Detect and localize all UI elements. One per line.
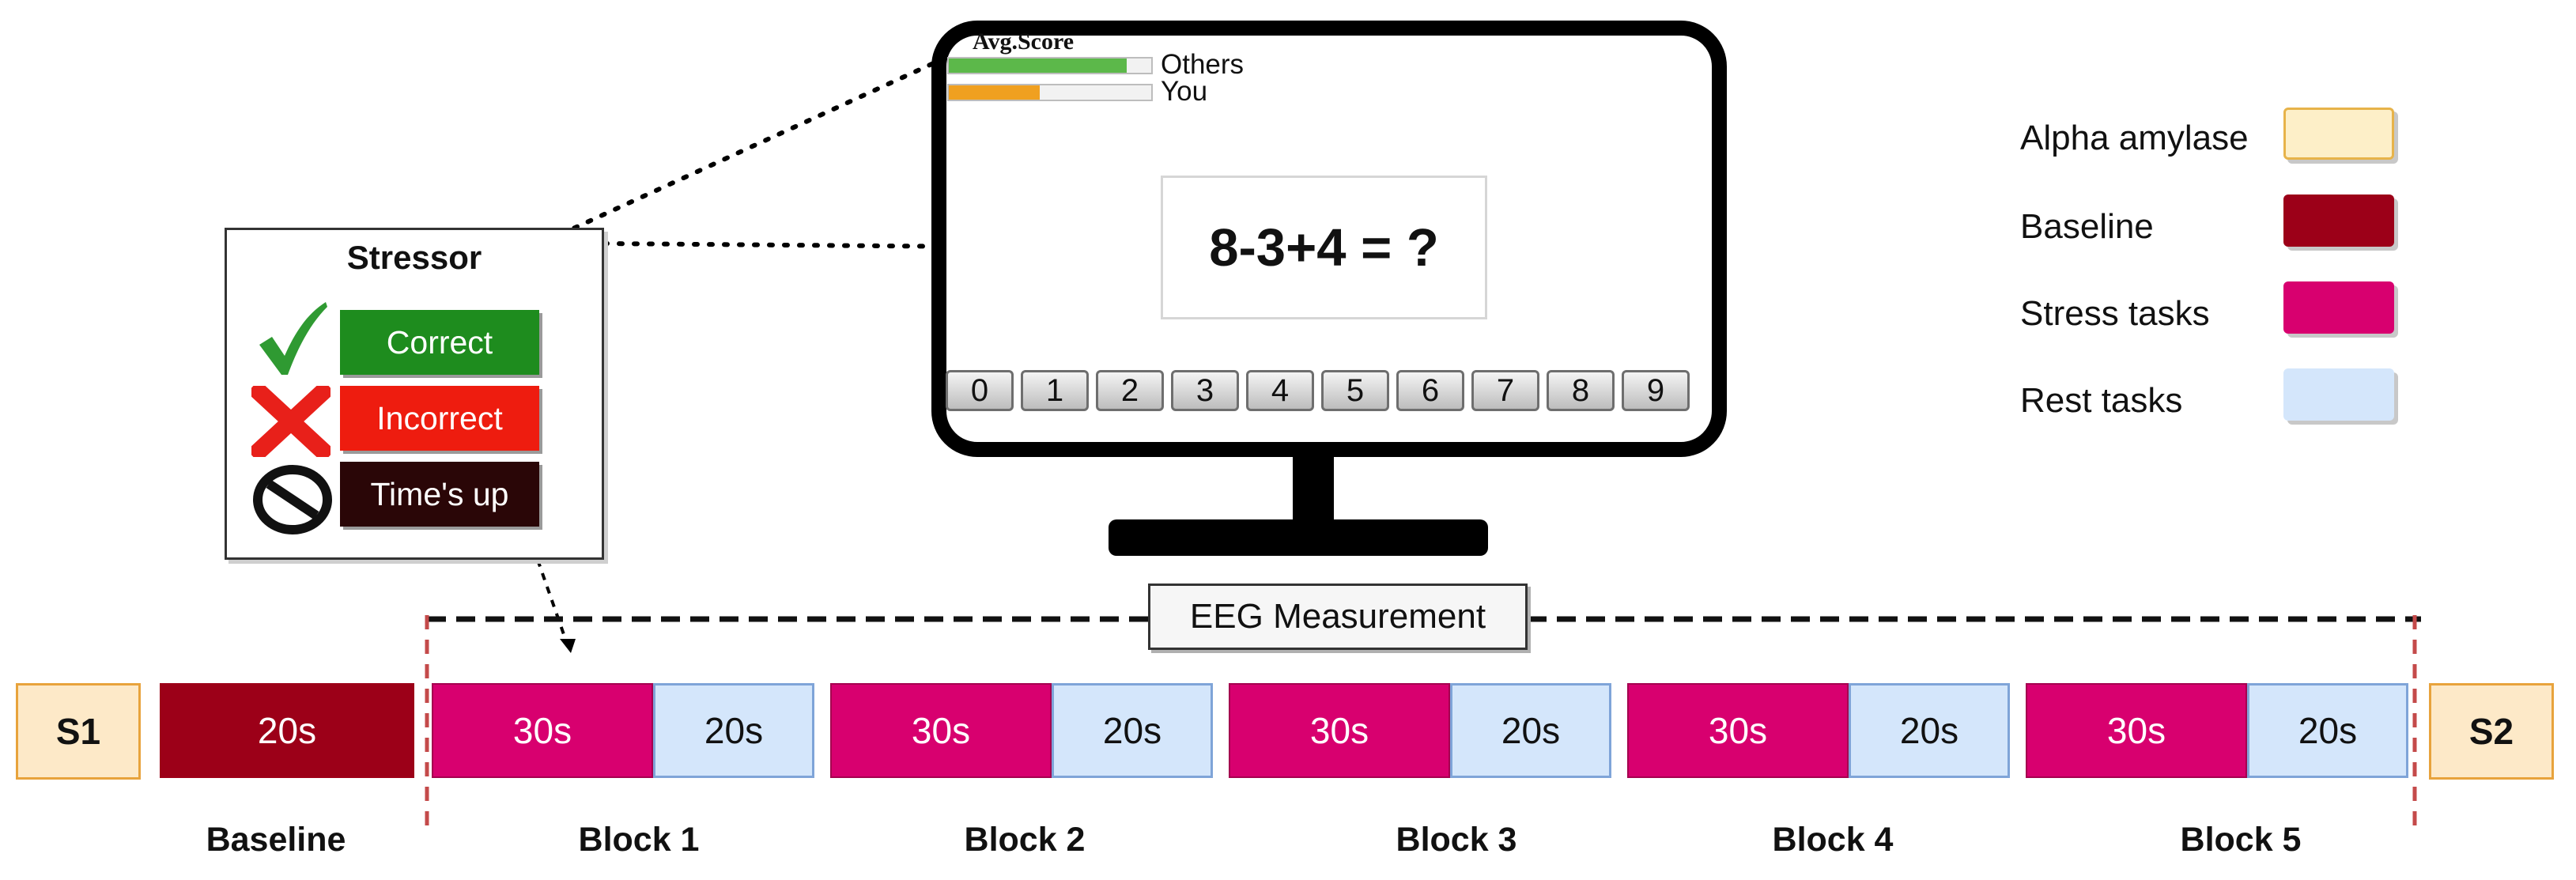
keypad-key-0[interactable]: 0 [946, 370, 1014, 411]
saliva-sample-s2: S2 [2429, 683, 2554, 780]
block-3-label: Block 3 [1396, 821, 1517, 859]
you-score-bar [947, 84, 1153, 101]
stressor-title: Stressor [346, 239, 482, 276]
math-problem: 8-3+4 = ? [1161, 176, 1487, 319]
block-4-rest-segment: 20s [1849, 683, 2010, 778]
monitor-neck [1293, 457, 1334, 523]
keypad-key-9[interactable]: 9 [1622, 370, 1690, 411]
keypad-key-2[interactable]: 2 [1096, 370, 1164, 411]
legend-swatch-baseline [2283, 195, 2394, 247]
keypad-key-8[interactable]: 8 [1547, 370, 1615, 411]
legend-label-baseline: Baseline [2020, 207, 2154, 246]
keypad-key-5[interactable]: 5 [1321, 370, 1389, 411]
keypad-key-4[interactable]: 4 [1246, 370, 1314, 411]
keypad-key-7[interactable]: 7 [1471, 370, 1539, 411]
others-score-fill [949, 59, 1127, 73]
monitor-stand [1109, 519, 1488, 556]
you-score-label: You [1161, 76, 1208, 107]
you-score-fill [949, 85, 1041, 100]
keypad-key-6[interactable]: 6 [1396, 370, 1464, 411]
others-score-bar [947, 57, 1153, 74]
saliva-sample-s1: S1 [16, 683, 141, 780]
dotted-arrow-head [560, 639, 576, 653]
block-4-label: Block 4 [1772, 821, 1894, 859]
eeg-measurement-label: EEG Measurement [1148, 584, 1528, 650]
checkmark-icon [259, 302, 327, 375]
block-5-rest-segment: 20s [2247, 683, 2408, 778]
feedback-correct: Correct [340, 310, 539, 375]
others-score-label: Others [1161, 49, 1245, 80]
feedback-incorrect: Incorrect [340, 386, 539, 451]
block-1-stress-segment: 30s [432, 683, 653, 778]
cross-icon [251, 386, 330, 457]
baseline-label: Baseline [206, 821, 346, 859]
block-2-stress-segment: 30s [830, 683, 1052, 778]
block-5-label: Block 5 [2180, 821, 2302, 859]
baseline-segment: 20s [160, 683, 414, 778]
block-5-stress-segment: 30s [2026, 683, 2247, 778]
keypad-key-3[interactable]: 3 [1171, 370, 1239, 411]
legend-swatch-rest-tasks [2283, 368, 2394, 421]
feedback-times-up: Time's up [340, 462, 539, 527]
legend-swatch-stress-tasks [2283, 281, 2394, 334]
prohibited-icon [253, 465, 332, 534]
legend-swatch-alpha-amylase [2283, 108, 2394, 160]
block-2-label: Block 2 [964, 821, 1086, 859]
block-4-stress-segment: 30s [1627, 683, 1849, 778]
dotted-arrow-line [536, 559, 567, 640]
block-1-rest-segment: 20s [653, 683, 814, 778]
legend-label-alpha-amylase: Alpha amylase [2020, 119, 2249, 157]
block-2-rest-segment: 20s [1052, 683, 1213, 778]
block-3-stress-segment: 30s [1229, 683, 1450, 778]
keypad-key-1[interactable]: 1 [1021, 370, 1089, 411]
dotted-connector-top [504, 59, 939, 262]
block-3-rest-segment: 20s [1450, 683, 1611, 778]
legend-label-rest-tasks: Rest tasks [2020, 381, 2183, 420]
block-1-label: Block 1 [578, 821, 700, 859]
avg-score-title: Avg.Score [973, 28, 1075, 55]
legend-label-stress-tasks: Stress tasks [2020, 294, 2210, 333]
